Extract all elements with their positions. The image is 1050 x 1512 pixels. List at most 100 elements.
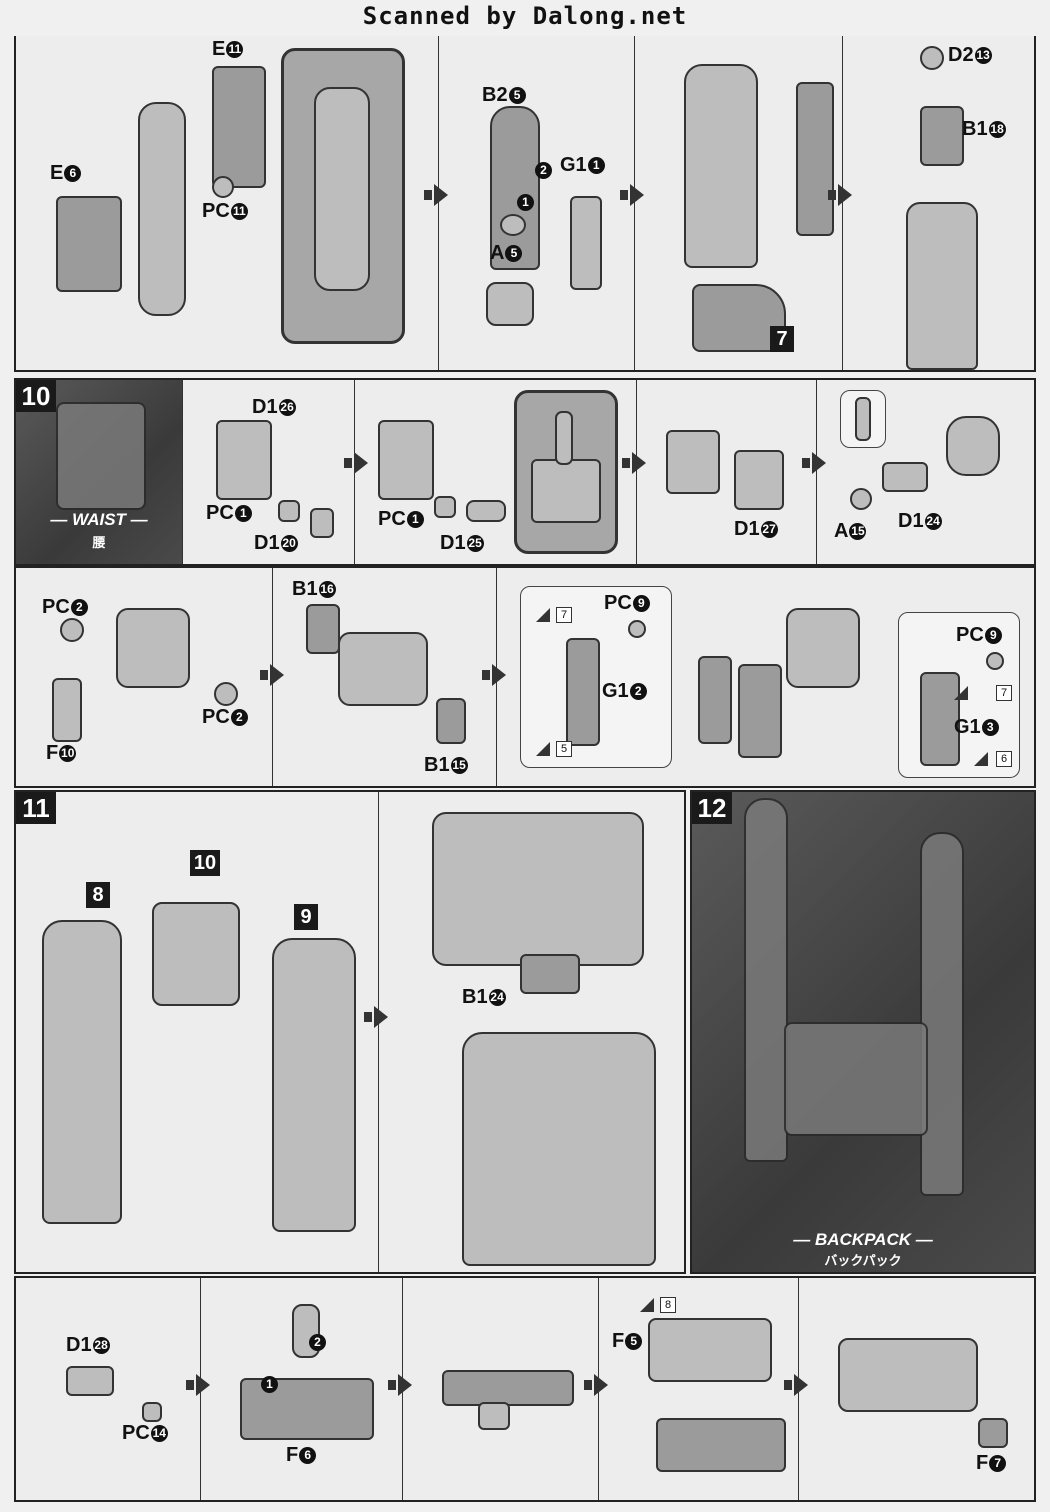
d1-25 [466,500,506,522]
leg-right [272,938,356,1232]
backpack-caption-jp: バックパック [824,1253,902,1268]
cut-mark-8: 8 [660,1297,676,1313]
side-skirt-r [738,664,782,758]
backpack-caption: — BACKPACK — [793,1230,933,1249]
cut-mark-7: 7 [556,607,572,623]
flow-arrow [364,1006,388,1028]
detail-view [281,48,405,344]
ref-9: 9 [294,904,318,930]
waist-joint [946,416,1000,476]
lower-leg [684,64,758,268]
watermark: Scanned by Dalong.net [362,2,688,30]
pc11-cap [212,176,234,198]
foot-part [692,284,786,352]
flow-arrow [482,664,506,686]
ref-8: 8 [86,882,110,908]
thigh-part [138,102,186,316]
waist-hub-3 [786,608,860,688]
pc1-b [434,496,456,518]
cut-mark-icon [536,742,550,756]
waist-hub-2 [338,632,428,706]
armor-e11 [212,66,266,188]
cut-mark-icon [954,686,968,700]
waist-detail [514,390,618,554]
leg-left [42,920,122,1224]
flow-arrow [584,1374,608,1396]
part-b1-24 [520,954,580,994]
d1-27 [734,450,784,510]
armor-b2 [490,106,540,270]
order-2b: 2 [308,1334,326,1351]
part-f7 [978,1418,1008,1448]
flow-arrow [828,184,852,206]
step-number-11: 11 [16,792,56,824]
waist-hub [116,608,190,688]
order-2: 2 [534,162,552,179]
flow-arrow [784,1374,808,1396]
flow-arrow [622,452,646,474]
armor-g1 [570,196,602,290]
part-pc9-b [986,652,1004,670]
part-pc14 [142,1402,162,1422]
a15-callout [840,390,886,448]
waist-caption-jp: 腰 [92,535,106,550]
bp-base [656,1418,786,1472]
pc1-a [278,500,300,522]
cut-mark-icon [974,752,988,766]
flow-arrow [424,184,448,206]
step-number-10: 10 [16,380,56,412]
cut-mark-7b: 7 [996,685,1012,701]
bp-assembled [838,1338,978,1412]
flow-arrow [186,1374,210,1396]
waist-assembly [152,902,240,1006]
part-b1 [920,106,964,166]
lower-body [462,1032,656,1266]
part-b1-16 [306,604,340,654]
ref-10: 10 [190,850,220,876]
order-1b: 1 [260,1376,278,1393]
order-1: 1 [516,194,534,211]
part-b1-15 [436,698,466,744]
cut-mark-5: 5 [556,741,572,757]
armor-e6 [56,196,122,292]
flow-arrow [344,452,368,474]
bp-rotated [442,1370,574,1406]
part-f10 [52,678,82,742]
waist-frame-3 [666,430,720,494]
part-a5 [500,214,526,236]
part-d1-28 [66,1366,114,1396]
part-d1-24 [882,462,928,492]
cut-mark-6: 6 [996,751,1012,767]
part-g1-3 [920,672,960,766]
pc2-a [60,618,84,642]
flow-arrow [620,184,644,206]
side-armor [796,82,834,236]
d1-20 [310,508,334,538]
